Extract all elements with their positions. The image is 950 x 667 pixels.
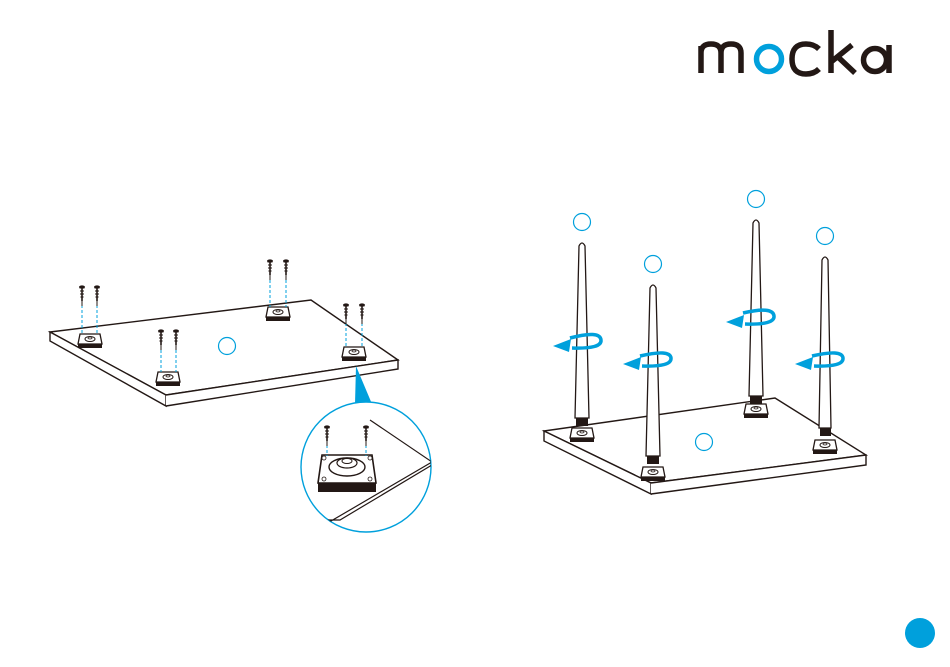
screw-icon xyxy=(283,259,289,280)
page-marker-dot xyxy=(905,618,935,648)
screw-icon xyxy=(79,285,85,306)
rotate-arrow-icon xyxy=(570,310,843,366)
screw-icon xyxy=(267,259,273,280)
screw-icon xyxy=(94,285,100,306)
bracket-back-right xyxy=(266,259,290,321)
rotate-arrowhead-icon xyxy=(553,315,813,370)
bracket-detail-zoom xyxy=(290,402,432,545)
step2-group xyxy=(544,191,866,495)
bracket-back-left xyxy=(78,285,102,348)
screw-icon xyxy=(343,303,349,324)
screw-icon xyxy=(359,303,365,324)
leg-back-right xyxy=(744,191,768,419)
step1-group xyxy=(50,259,432,545)
leg-front-right xyxy=(813,228,837,455)
leg-back-left xyxy=(570,214,594,443)
